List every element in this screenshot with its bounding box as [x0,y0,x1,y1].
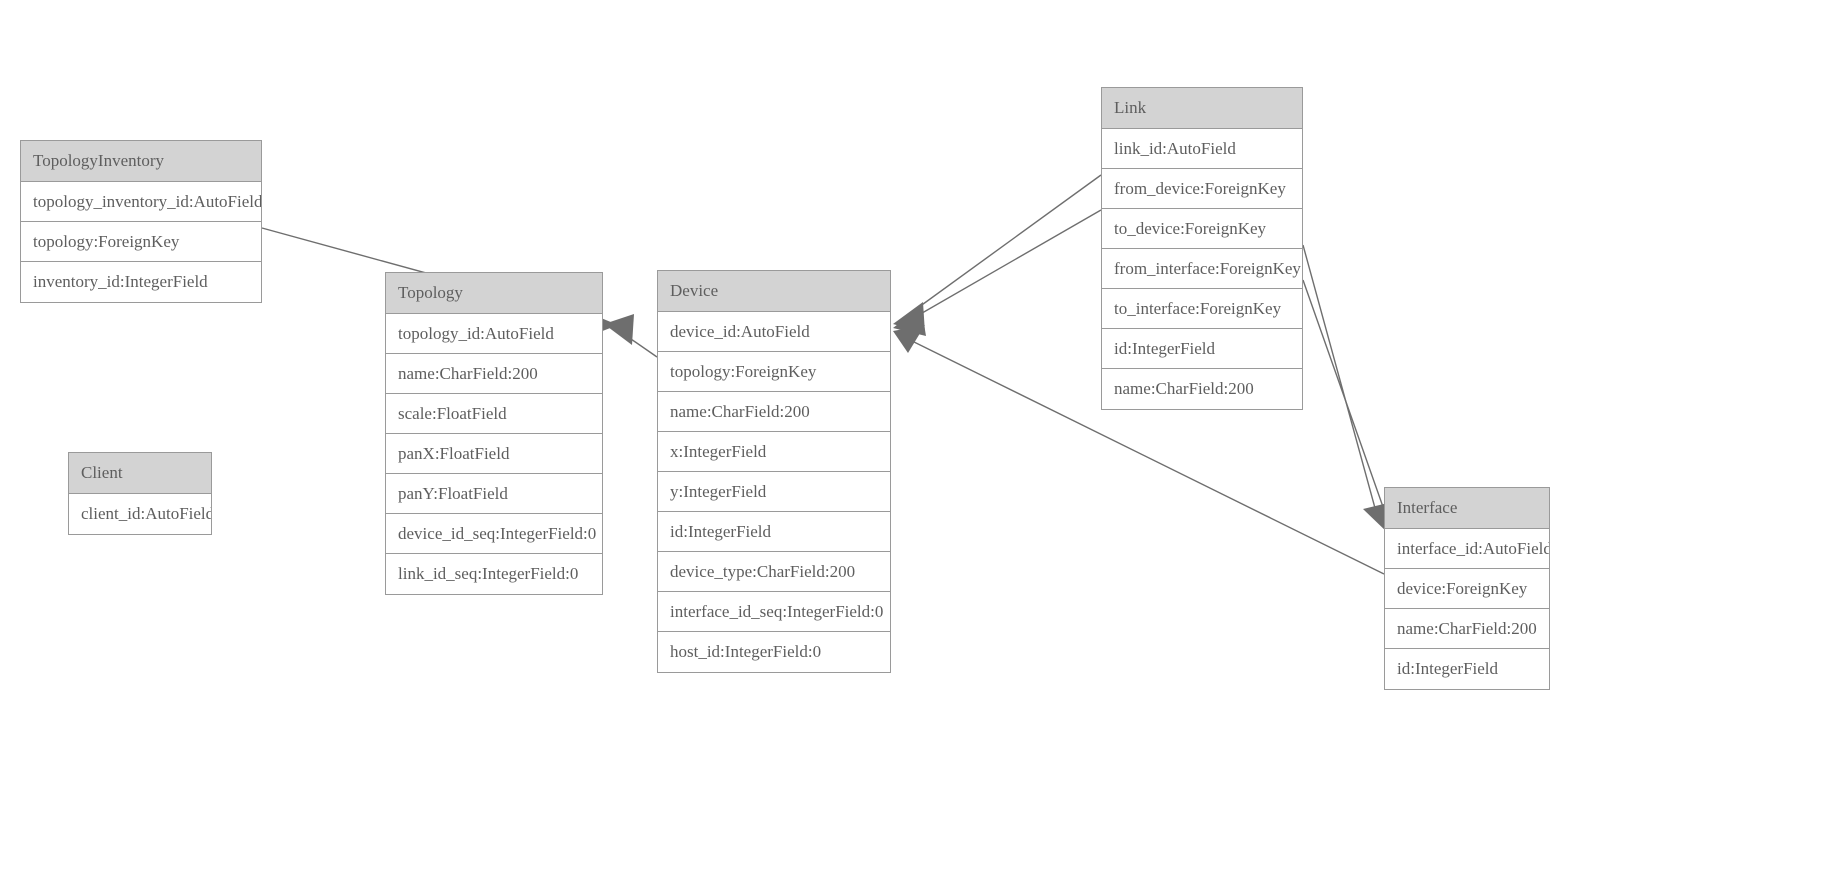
entity-field[interactable]: topology_inventory_id:AutoField [21,182,261,222]
entity-field[interactable]: interface_id_seq:IntegerField:0 [658,592,890,632]
entity-field[interactable]: id:IntegerField [1102,329,1302,369]
entity-title-device: Device [658,271,890,312]
entity-title-topology: Topology [386,273,602,314]
entity-field[interactable]: name:CharField:200 [658,392,890,432]
relation-link-interfaces-to-interface [1302,244,1392,535]
entity-field[interactable]: name:CharField:200 [1102,369,1302,409]
relation-line [617,329,658,358]
relation-line [909,209,1102,321]
relation-line [1302,244,1379,520]
entity-field[interactable]: name:CharField:200 [1385,609,1549,649]
relation-arrowhead [893,302,925,333]
relation-arrowhead [893,325,925,353]
entity-field[interactable]: id:IntegerField [1385,649,1549,689]
entity-field[interactable]: from_device:ForeignKey [1102,169,1302,209]
entity-field[interactable]: from_interface:ForeignKey [1102,249,1302,289]
entity-title-topologyinventory: TopologyInventory [21,141,261,182]
entity-field[interactable]: client_id:AutoField [69,494,211,534]
entity-field[interactable]: to_interface:ForeignKey [1102,289,1302,329]
entity-field[interactable]: y:IntegerField [658,472,890,512]
entity-field[interactable]: device_id_seq:IntegerField:0 [386,514,602,554]
entity-field[interactable]: scale:FloatField [386,394,602,434]
entity-title-link: Link [1102,88,1302,129]
relation-line [1302,279,1389,522]
entity-field[interactable]: device_id:AutoField [658,312,890,352]
entity-title-interface: Interface [1385,488,1549,529]
entity-field[interactable]: panX:FloatField [386,434,602,474]
relation-device-to-topology [604,314,658,358]
relation-line [907,174,1102,316]
entity-field[interactable]: to_device:ForeignKey [1102,209,1302,249]
relation-arrowhead [604,314,634,345]
entity-field[interactable]: topology:ForeignKey [658,352,890,392]
entity-field[interactable]: topology:ForeignKey [21,222,261,262]
entity-field[interactable]: inventory_id:IntegerField [21,262,261,302]
entity-field[interactable]: panY:FloatField [386,474,602,514]
entity-field[interactable]: link_id:AutoField [1102,129,1302,169]
entity-title-client: Client [69,453,211,494]
relation-link-to-device-to-device [893,209,1102,336]
entity-field[interactable]: name:CharField:200 [386,354,602,394]
entity-field[interactable]: link_id_seq:IntegerField:0 [386,554,602,594]
entity-field[interactable]: device_type:CharField:200 [658,552,890,592]
entity-field[interactable]: id:IntegerField [658,512,890,552]
entity-field[interactable]: host_id:IntegerField:0 [658,632,890,672]
entity-fields-client: client_id:AutoField [69,494,211,534]
entity-field[interactable]: interface_id:AutoField [1385,529,1549,569]
entity-field[interactable]: topology_id:AutoField [386,314,602,354]
relation-arrowhead [893,306,926,336]
relation-link-from-device-to-device [893,174,1102,333]
entity-field[interactable]: device:ForeignKey [1385,569,1549,609]
entity-field[interactable]: x:IntegerField [658,432,890,472]
